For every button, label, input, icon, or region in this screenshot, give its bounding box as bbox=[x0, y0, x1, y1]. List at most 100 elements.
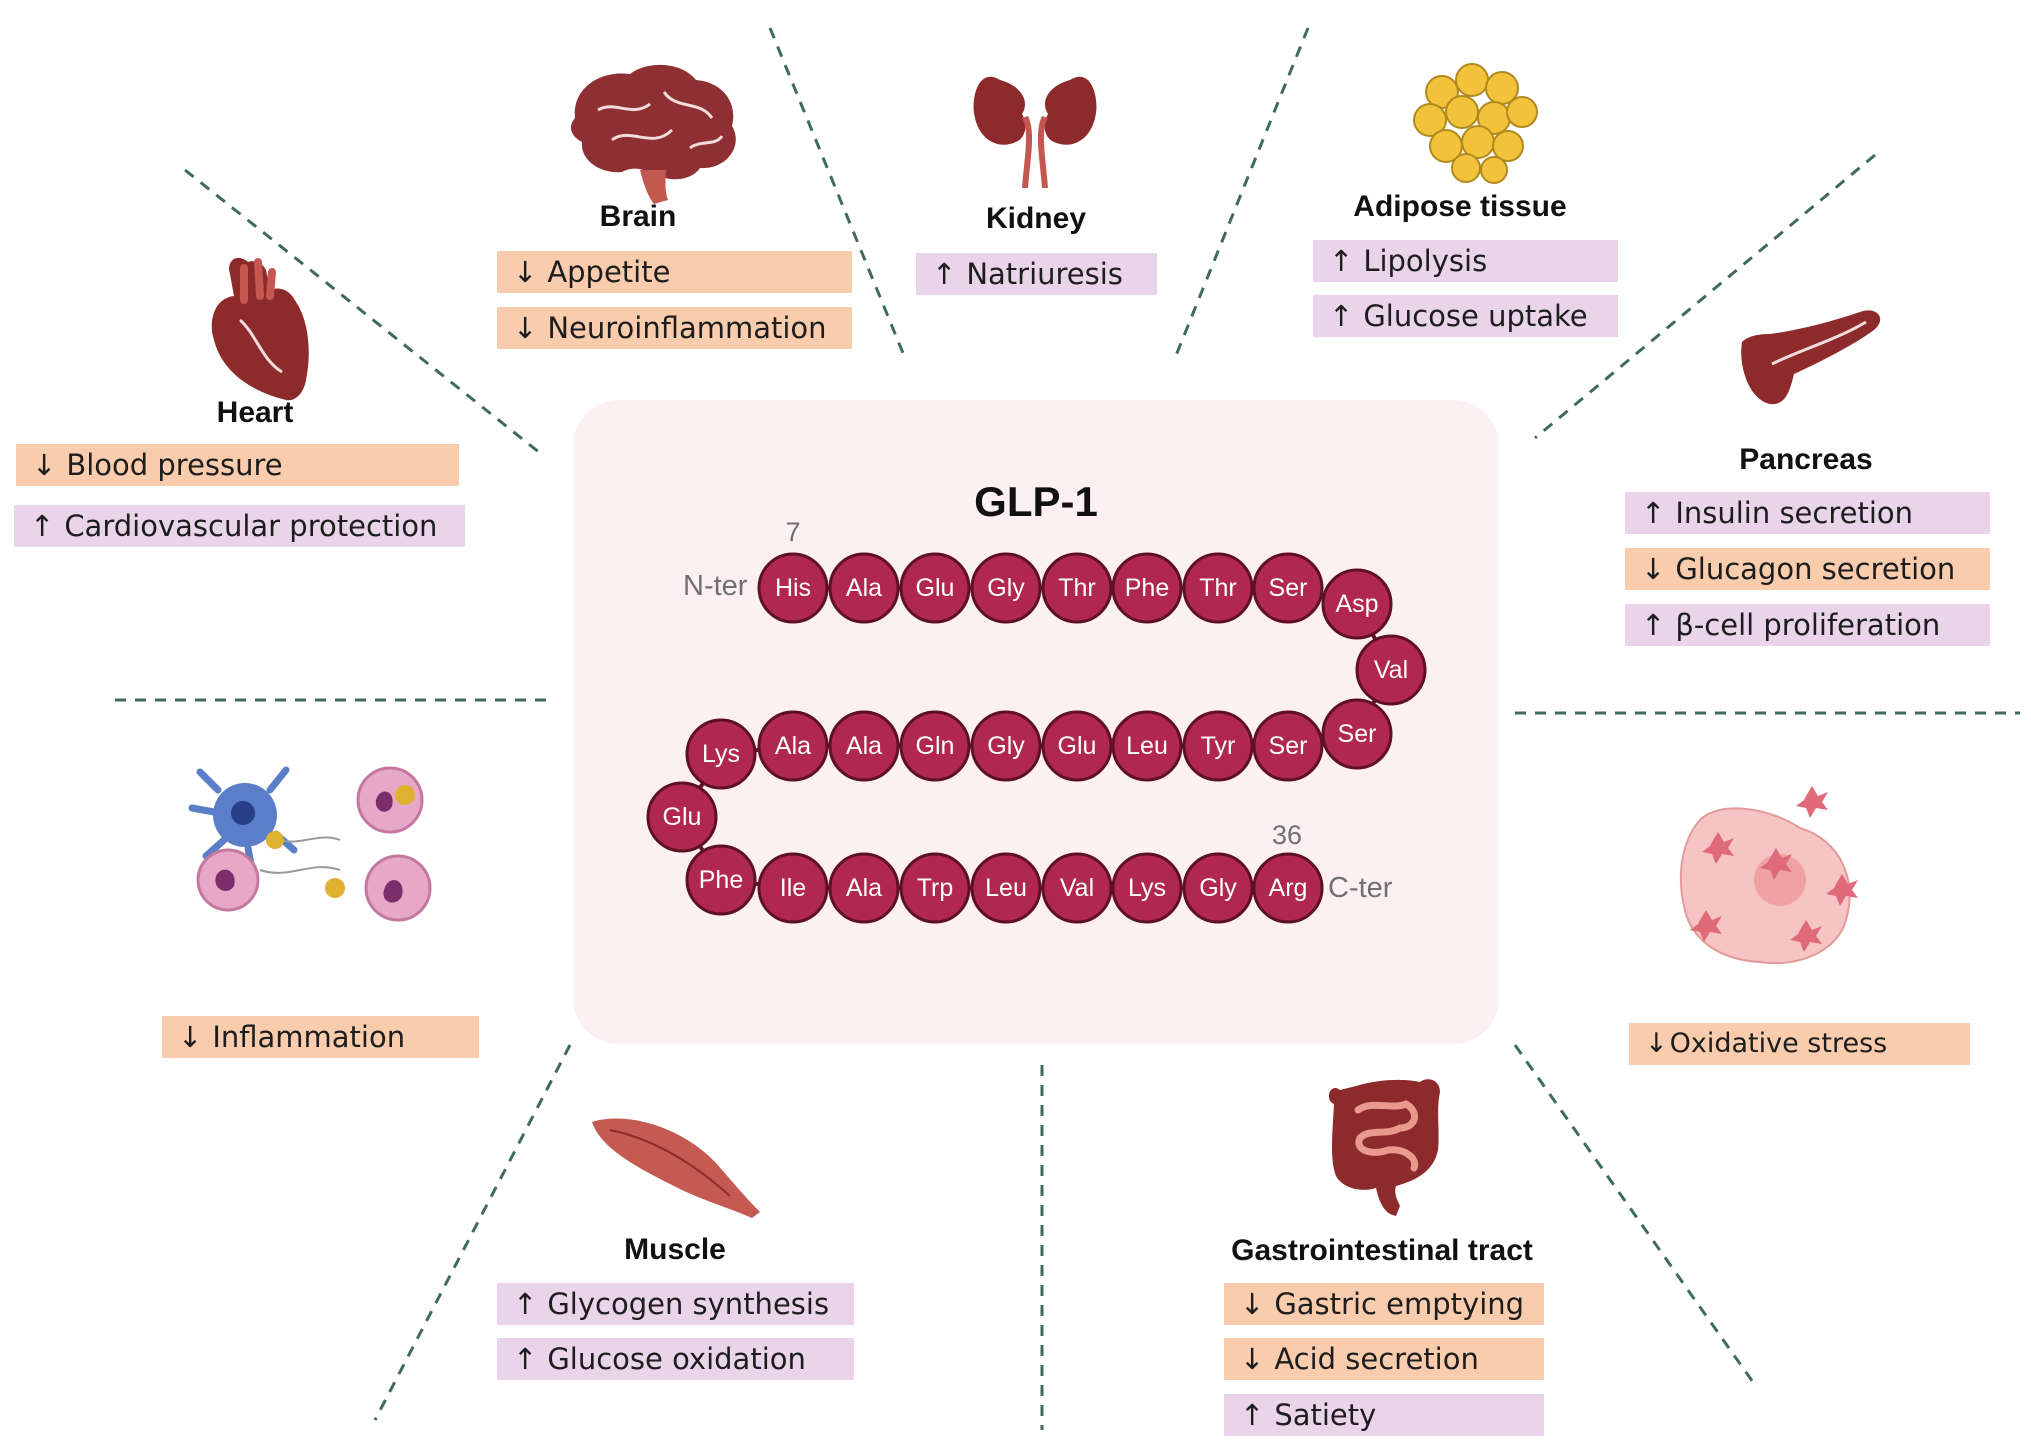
residue-bead: Lys bbox=[1111, 852, 1183, 924]
residue-label: Glu bbox=[1058, 732, 1097, 760]
end-position-number: 36 bbox=[1271, 820, 1303, 850]
residue-bead: Gly bbox=[970, 552, 1042, 624]
divider-line bbox=[1513, 1044, 1757, 1386]
residue-bead: Glu bbox=[1041, 710, 1113, 782]
effect-label: Gastric emptying bbox=[1274, 1287, 1525, 1321]
effect-label: Inflammation bbox=[212, 1020, 406, 1054]
residue-label: Phe bbox=[699, 866, 743, 894]
peptide-title: GLP-1 bbox=[974, 478, 1098, 525]
effect-label: Cardiovascular protection bbox=[64, 509, 438, 543]
residue-bead: Ala bbox=[828, 710, 900, 782]
residue-label: Arg bbox=[1269, 874, 1308, 902]
muscle-title: Muscle bbox=[624, 1233, 726, 1266]
residue-circle bbox=[1355, 634, 1427, 706]
oxidative-stress-cell-icon bbox=[1679, 786, 1858, 965]
increase-arrow-icon: ↑ bbox=[1329, 299, 1354, 333]
residue-circle bbox=[1182, 552, 1254, 624]
residue-label: Ala bbox=[775, 732, 811, 760]
residue-label: Asp bbox=[1335, 590, 1378, 618]
effect-label: Glycogen synthesis bbox=[547, 1287, 830, 1321]
residue-label: Thr bbox=[1058, 574, 1096, 602]
effect-glucose-uptake: ↑ Glucose uptake bbox=[1313, 295, 1618, 337]
residue-bead: Asp bbox=[1321, 568, 1393, 640]
residue-label: Val bbox=[1374, 656, 1408, 684]
residue-circle bbox=[899, 710, 971, 782]
residue-circle bbox=[1321, 698, 1393, 770]
residue-label: Tyr bbox=[1201, 732, 1236, 760]
effect-cardiovascular-protection: ↑Cardiovascular protection bbox=[14, 505, 465, 547]
residue-bead: Phe bbox=[685, 844, 757, 916]
effect-label: Satiety bbox=[1274, 1398, 1377, 1432]
effect-acid-secretion: ↓Acid secretion bbox=[1224, 1338, 1544, 1380]
residue-bead: Gly bbox=[1182, 852, 1254, 924]
residue-circle bbox=[1182, 852, 1254, 924]
effect-appetite: ↓Appetite bbox=[497, 251, 852, 293]
residue-label: Lys bbox=[702, 740, 740, 768]
residue-label: Trp bbox=[917, 874, 954, 902]
effect-inflammation: ↓Inflammation bbox=[162, 1016, 479, 1058]
c-terminus-label: C-ter bbox=[1328, 872, 1393, 904]
effect-label: Oxidative stress bbox=[1669, 1028, 1888, 1059]
effect-label: β-cell proliferation bbox=[1675, 608, 1941, 642]
residue-label: Lys bbox=[1128, 874, 1166, 902]
start-position-number: 7 bbox=[785, 517, 801, 547]
residue-bead: Phe bbox=[1111, 552, 1183, 624]
effect-glucagon-secretion: ↓Glucagon secretion bbox=[1625, 548, 1990, 590]
increase-arrow-icon: ↑ bbox=[1641, 608, 1666, 642]
increase-arrow-icon: ↑ bbox=[1240, 1398, 1265, 1432]
residue-circle bbox=[1111, 552, 1183, 624]
residue-circle bbox=[828, 852, 900, 924]
residue-bead: Ile bbox=[757, 852, 829, 924]
residue-circle bbox=[899, 552, 971, 624]
residue-circle bbox=[646, 781, 718, 853]
residue-bead: Lys bbox=[685, 718, 757, 790]
effect-glucose-oxidation: ↑Glucose oxidation bbox=[497, 1338, 854, 1380]
effect-gastric-emptying: ↓Gastric emptying bbox=[1224, 1283, 1544, 1325]
residue-label: Ile bbox=[780, 874, 806, 902]
brain-title: Brain bbox=[599, 200, 677, 233]
residue-bead: Gly bbox=[970, 710, 1042, 782]
residue-bead: His bbox=[757, 552, 829, 624]
residue-bead: Leu bbox=[970, 852, 1042, 924]
residue-bead: Trp bbox=[899, 852, 971, 924]
residue-bead: Arg bbox=[1252, 852, 1324, 924]
residue-circle bbox=[685, 844, 757, 916]
residue-label: Gly bbox=[987, 574, 1025, 602]
effect-label: Blood pressure bbox=[66, 448, 283, 482]
residue-label: Ser bbox=[1269, 732, 1308, 760]
residue-bead: Ala bbox=[828, 852, 900, 924]
residue-label: Thr bbox=[1199, 574, 1237, 602]
effect-label: Lipolysis bbox=[1363, 244, 1488, 278]
residue-bead: Val bbox=[1355, 634, 1427, 706]
residue-label: Leu bbox=[1126, 732, 1168, 760]
effect-label: Neuroinflammation bbox=[547, 311, 827, 345]
effect-blood-pressure: ↓Blood pressure bbox=[16, 444, 459, 486]
residue-circle bbox=[757, 552, 829, 624]
residue-circle bbox=[1252, 710, 1324, 782]
residue-circle bbox=[970, 710, 1042, 782]
effect-label: Glucose uptake bbox=[1363, 299, 1588, 333]
pancreas-title: Pancreas bbox=[1739, 443, 1873, 476]
residue-circle bbox=[1041, 852, 1113, 924]
brain-icon bbox=[570, 64, 736, 204]
increase-arrow-icon: ↑ bbox=[932, 257, 957, 291]
decrease-arrow-icon: ↓ bbox=[1240, 1342, 1265, 1376]
divider-line bbox=[1534, 153, 1876, 440]
increase-arrow-icon: ↑ bbox=[1641, 496, 1666, 530]
residue-bead: Val bbox=[1041, 852, 1113, 924]
adipose-title: Adipose tissue bbox=[1353, 190, 1567, 223]
residue-circle bbox=[1041, 552, 1113, 624]
residue-label: Ser bbox=[1269, 574, 1308, 602]
residue-bead: Ser bbox=[1252, 552, 1324, 624]
increase-arrow-icon: ↑ bbox=[1329, 244, 1354, 278]
residue-label: Gly bbox=[987, 732, 1025, 760]
residue-label: Ala bbox=[846, 874, 882, 902]
effect-label: Glucose oxidation bbox=[547, 1342, 806, 1376]
immune-cells-icon bbox=[188, 766, 432, 922]
effect-label: Glucagon secretion bbox=[1675, 552, 1956, 586]
effect-satiety: ↑ Satiety bbox=[1224, 1394, 1544, 1436]
effect-glycogen-synthesis: ↑Glycogen synthesis bbox=[497, 1283, 854, 1325]
residue-bead: Ala bbox=[828, 552, 900, 624]
